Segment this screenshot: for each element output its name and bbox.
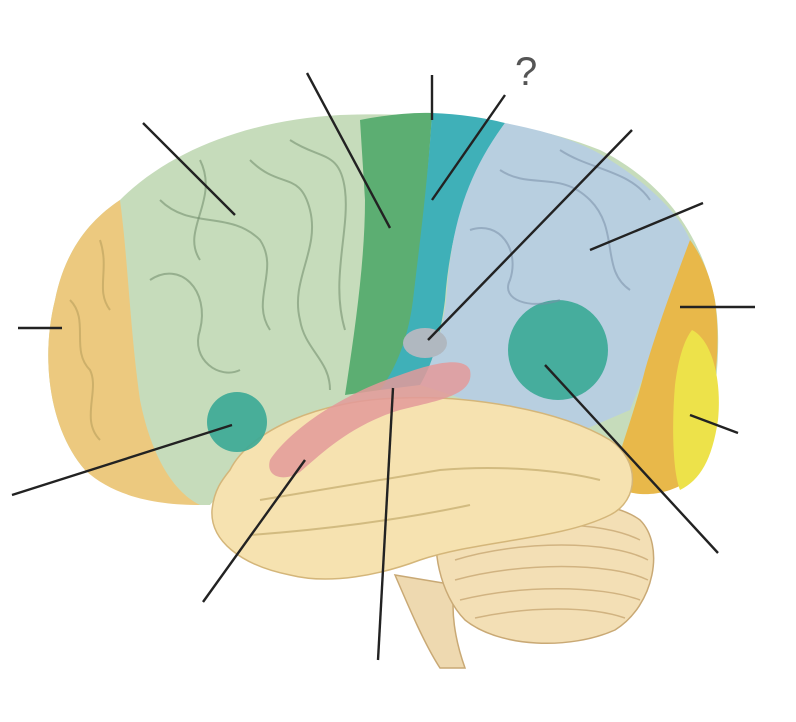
leader-line xyxy=(305,72,392,229)
region-question-target xyxy=(403,328,447,358)
leader-line xyxy=(202,459,306,603)
region-visual-primary xyxy=(673,330,719,490)
leader-line xyxy=(689,413,739,435)
region-auditory xyxy=(269,362,471,478)
leader-line xyxy=(431,94,506,201)
leader-line xyxy=(142,122,236,216)
region-parietal xyxy=(420,123,690,440)
region-broca xyxy=(207,392,267,452)
region-somatosensory xyxy=(380,113,505,390)
leader-line xyxy=(427,129,633,341)
leader-lines xyxy=(11,72,755,661)
leader-line xyxy=(544,364,719,554)
region-prefrontal xyxy=(48,200,200,505)
leader-line xyxy=(11,423,233,497)
question-mark-label: ? xyxy=(515,50,538,94)
gyri xyxy=(69,139,651,536)
region-wernicke xyxy=(508,300,608,400)
leader-line xyxy=(376,387,395,661)
leader-line xyxy=(589,201,704,252)
